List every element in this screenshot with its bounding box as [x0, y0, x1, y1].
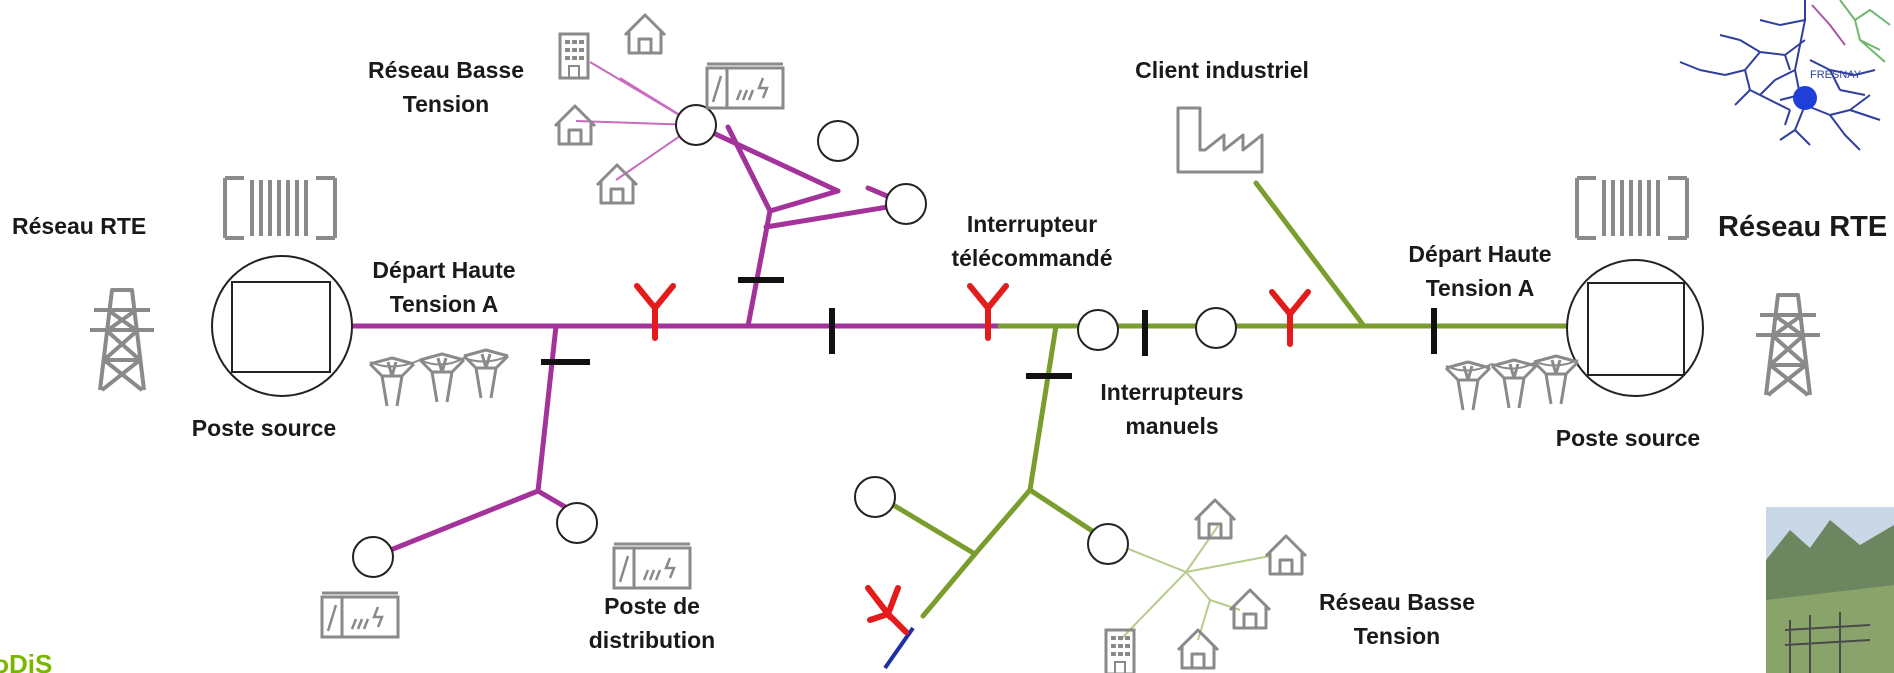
house-icon: [1176, 628, 1220, 670]
depart-a-right-line2: Tension A: [1426, 275, 1535, 301]
feeder-a-lines: [344, 122, 1053, 560]
poste-source-left-icon: [211, 255, 353, 397]
lv-cable-blue: [883, 626, 915, 670]
interrupteurs-manuels-line2: manuels: [1125, 413, 1218, 439]
house-icon: [553, 104, 597, 146]
overhead-line-icon: [368, 348, 510, 408]
remote-switch-icon: [1272, 292, 1308, 344]
remote-switch-icon: [637, 286, 673, 338]
manual-switch-icon: [541, 277, 1437, 379]
network-map-icon: FRESNAY: [1679, 0, 1891, 151]
house-icon: [1264, 534, 1308, 576]
substation-cabinet-icon: [320, 591, 400, 639]
inset-map-town: FRESNAY: [1810, 69, 1862, 81]
depart-a-right-line1: Départ Haute: [1408, 241, 1551, 267]
house-icon: [623, 13, 667, 55]
remote-switch-icon: [865, 585, 909, 635]
building-icon: [1104, 628, 1136, 673]
substation-cabinet-icon: [612, 542, 692, 590]
interrupteur-tele-line2: télécommandé: [951, 245, 1112, 271]
depart-a-left-line1: Départ Haute: [372, 257, 515, 283]
poste-source-right-icon: [1566, 259, 1704, 397]
remote-switch-icon: [970, 286, 1006, 338]
reseau-rte-left-label: Réseau RTE: [12, 213, 146, 239]
bt-top-line2: Tension: [403, 91, 489, 117]
pylon-icon: [1754, 293, 1822, 397]
interrupteur-tele-line1: Interrupteur: [967, 211, 1097, 237]
reseau-rte-right-label: Réseau RTE: [1718, 211, 1887, 243]
logo-fragment: ᴅDiS: [0, 649, 52, 673]
substation-cabinet-icon: [705, 62, 785, 110]
transformer-icon: [223, 176, 337, 240]
poste-source-right-label: Poste source: [1556, 425, 1700, 451]
depart-a-left-line2: Tension A: [390, 291, 499, 317]
bt-bottom-line1: Réseau Basse: [1319, 589, 1475, 615]
house-icon: [1193, 498, 1237, 540]
interrupteurs-manuels-line1: Interrupteurs: [1100, 379, 1243, 405]
factory-icon: [1176, 106, 1264, 174]
poste-distribution-line2: distribution: [589, 627, 715, 653]
overhead-line-icon: [1444, 354, 1580, 412]
building-icon: [558, 32, 590, 80]
transformer-icon: [1575, 176, 1689, 240]
bt-bottom-line2: Tension: [1354, 623, 1440, 649]
pylon-icon: [88, 288, 156, 392]
poste-distribution-line1: Poste de: [604, 593, 700, 619]
poste-source-left-label: Poste source: [192, 415, 336, 441]
client-industriel-label: Client industriel: [1135, 57, 1309, 83]
substation-circles: [352, 104, 1237, 578]
photo-thumbnail: [1766, 507, 1894, 673]
bt-top-line1: Réseau Basse: [368, 57, 524, 83]
